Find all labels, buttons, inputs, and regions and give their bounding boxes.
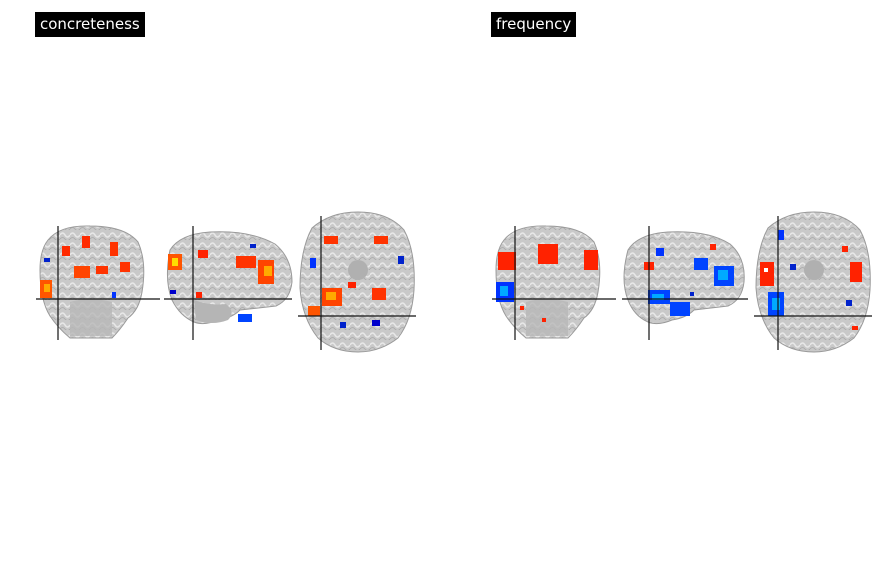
activation-blobs (308, 236, 404, 328)
activation-blobs (496, 244, 598, 322)
panel-title-frequency: frequency (491, 12, 577, 37)
panel-title-concreteness: concreteness (35, 12, 145, 37)
concreteness-sagittal-slice (164, 226, 293, 340)
frequency-slices (492, 211, 872, 353)
concreteness-slices (36, 211, 416, 353)
activation-blobs (40, 236, 130, 298)
frequency-sagittal-slice (622, 226, 748, 340)
activation-blobs (168, 244, 274, 322)
frequency-coronal-slice (492, 225, 616, 340)
activation-blobs (760, 230, 862, 330)
concreteness-axial-slice (298, 211, 416, 353)
concreteness-coronal-slice (36, 225, 160, 340)
frequency-axial-slice (754, 211, 872, 353)
